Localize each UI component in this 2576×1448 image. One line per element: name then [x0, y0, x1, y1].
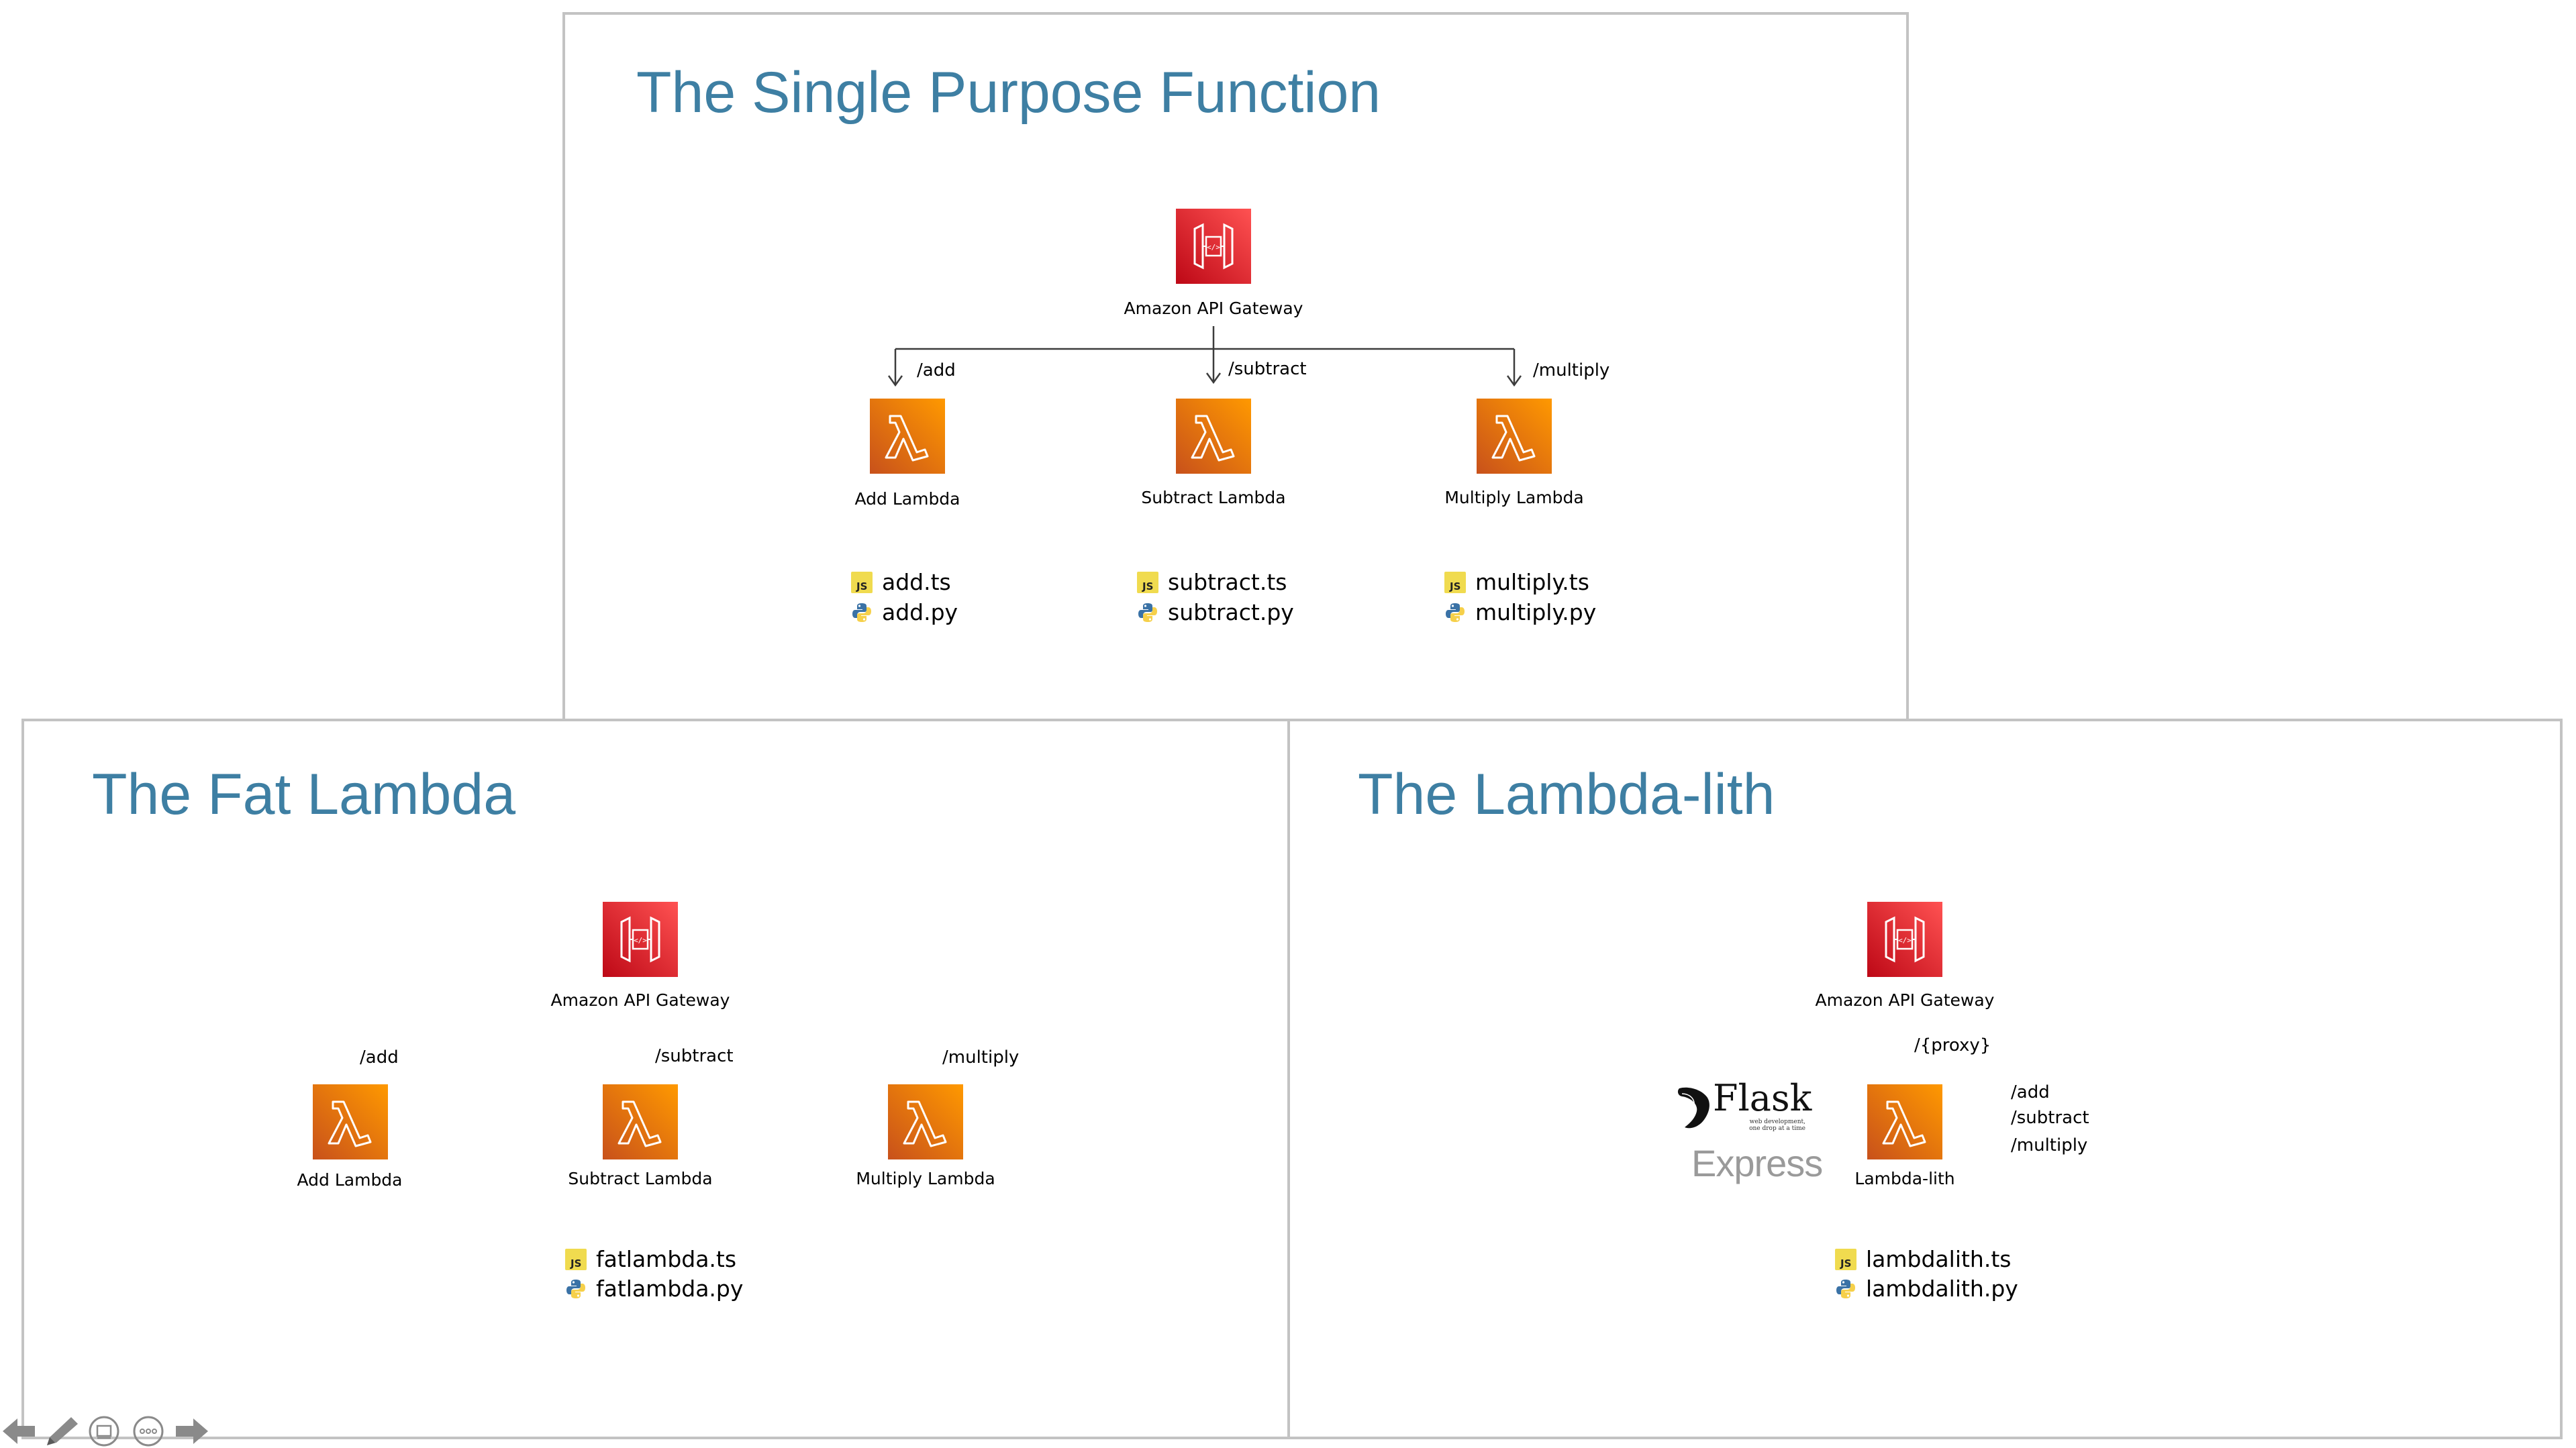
slide-title: The Lambda-lith — [1358, 762, 1775, 827]
file-entry: multiply.ts — [1444, 569, 1589, 595]
javascript-file-icon — [851, 572, 873, 593]
flask-horn-icon — [1677, 1087, 1710, 1129]
lambda-caption: Multiply Lambda — [1444, 488, 1584, 507]
presentation-controls — [0, 1414, 221, 1448]
python-file-icon — [1444, 602, 1466, 623]
route-add: /add — [360, 1047, 399, 1068]
file-name: lambdalith.py — [1866, 1276, 2018, 1302]
gateway-caption: Amazon API Gateway — [550, 990, 730, 1010]
route-multiply: /multiply — [1533, 360, 1610, 380]
javascript-file-icon — [1835, 1249, 1856, 1270]
api-gateway-icon — [603, 902, 678, 977]
file-entry: multiply.py — [1444, 599, 1596, 625]
file-entry: fatlambda.py — [565, 1276, 743, 1302]
slide-title: The Single Purpose Function — [636, 60, 1381, 125]
file-entry: subtract.py — [1137, 599, 1294, 625]
file-name: subtract.py — [1168, 599, 1294, 625]
file-name: add.ts — [882, 569, 951, 595]
more-options-icon[interactable] — [132, 1416, 165, 1447]
lambda-icon — [603, 1084, 678, 1159]
lambda-icon — [1477, 399, 1552, 474]
express-logo: Express — [1691, 1142, 1823, 1184]
route-proxy: /{proxy} — [1914, 1035, 1991, 1055]
lambda-caption: Subtract Lambda — [1141, 488, 1286, 507]
inner-route-multiply: /multiply — [2011, 1135, 2088, 1155]
file-entry: subtract.ts — [1137, 569, 1287, 595]
javascript-file-icon — [1444, 572, 1466, 593]
gateway-caption: Amazon API Gateway — [1124, 299, 1303, 318]
python-file-icon — [1137, 602, 1158, 623]
file-entry: lambdalith.py — [1835, 1276, 2018, 1302]
flask-logo: Flask web development, one drop at a tim… — [1675, 1077, 1812, 1134]
file-name: lambdalith.ts — [1866, 1246, 2012, 1272]
python-file-icon — [851, 602, 873, 623]
lambda-icon — [888, 1084, 963, 1159]
route-add: /add — [917, 360, 956, 380]
lambda-icon — [1867, 1084, 1942, 1159]
python-file-icon — [565, 1278, 587, 1300]
slide-title: The Fat Lambda — [92, 762, 516, 827]
pen-icon[interactable] — [43, 1414, 81, 1448]
slide-fat-lambda — [21, 719, 1291, 1439]
lambda-caption: Lambda-lith — [1854, 1169, 1955, 1188]
javascript-file-icon — [565, 1249, 587, 1270]
file-name: multiply.ts — [1475, 569, 1589, 595]
javascript-file-icon — [1137, 572, 1158, 593]
slide-view-icon[interactable] — [87, 1416, 121, 1447]
flask-tagline: web development, one drop at a time — [1749, 1119, 1805, 1132]
route-multiply: /multiply — [942, 1047, 1020, 1068]
api-gateway-icon — [1867, 902, 1942, 977]
file-entry: add.py — [851, 599, 958, 625]
file-name: fatlambda.ts — [596, 1246, 737, 1272]
file-name: fatlambda.py — [596, 1276, 744, 1302]
lambda-caption: Subtract Lambda — [568, 1169, 713, 1188]
slide-single-purpose — [562, 12, 1909, 726]
route-subtract: /subtract — [1228, 359, 1307, 379]
python-file-icon — [1835, 1278, 1856, 1300]
previous-arrow-icon[interactable] — [1, 1416, 38, 1447]
next-arrow-icon[interactable] — [173, 1416, 209, 1447]
inner-route-add: /add — [2011, 1082, 2050, 1102]
lambda-icon — [1176, 399, 1251, 474]
lambda-icon — [313, 1084, 388, 1159]
file-name: add.py — [882, 599, 958, 625]
gateway-caption: Amazon API Gateway — [1815, 990, 1995, 1010]
route-subtract: /subtract — [655, 1046, 734, 1066]
inner-route-subtract: /subtract — [2011, 1108, 2089, 1128]
file-name: subtract.ts — [1168, 569, 1287, 595]
flask-wordmark: Flask — [1713, 1077, 1812, 1119]
file-entry: fatlambda.ts — [565, 1246, 736, 1272]
slide-lambda-lith — [1287, 719, 2563, 1439]
file-entry: lambdalith.ts — [1835, 1246, 2011, 1272]
lambda-caption: Add Lambda — [297, 1170, 403, 1190]
lambda-caption: Multiply Lambda — [856, 1169, 995, 1188]
file-entry: add.ts — [851, 569, 951, 595]
lambda-icon — [870, 399, 945, 474]
file-name: multiply.py — [1475, 599, 1597, 625]
lambda-caption: Add Lambda — [854, 489, 960, 509]
